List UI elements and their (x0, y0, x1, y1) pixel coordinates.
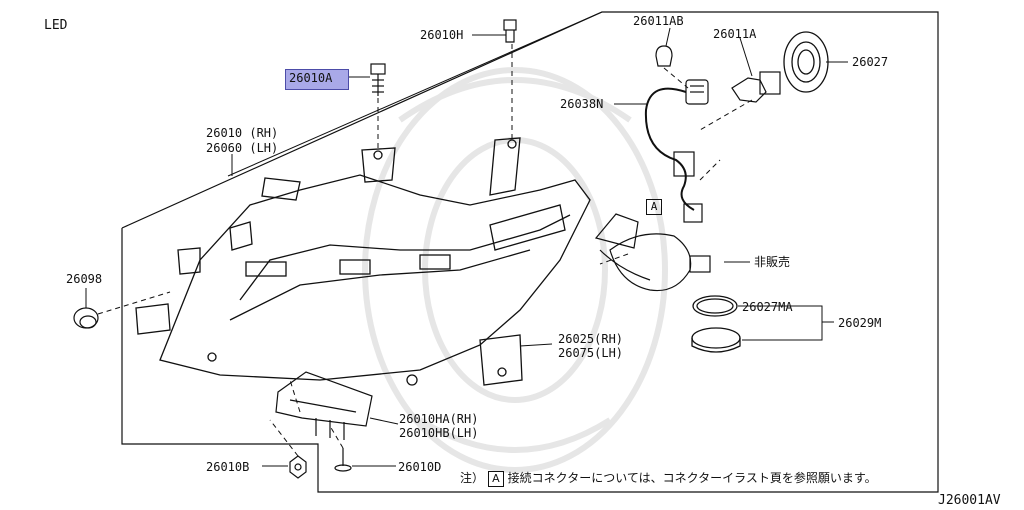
diagram-title: LED (44, 18, 68, 33)
callout-26038N[interactable]: 26038N (560, 97, 604, 111)
callout-26027[interactable]: 26027 (852, 55, 889, 69)
footnote-prefix: 注） (460, 471, 485, 485)
frame-outline (121, 11, 939, 493)
callout-26010D[interactable]: 26010D (398, 460, 442, 474)
footnote-box-letter: A (487, 471, 504, 487)
callout-26098[interactable]: 26098 (66, 272, 103, 286)
callout-26075-lh[interactable]: 26075(LH) (558, 346, 624, 360)
callout-26011A[interactable]: 26011A (713, 27, 757, 41)
bulb-26011A (731, 71, 781, 103)
led-module-not-for-sale (594, 213, 711, 292)
callout-26060-lh[interactable]: 26060 (LH) (206, 141, 279, 155)
bolt-26010A (370, 63, 386, 96)
selected-part-highlight[interactable] (285, 69, 349, 90)
screw-26010D (334, 448, 352, 472)
connector-ref-box[interactable]: A (646, 199, 662, 215)
callout-26010H[interactable]: 26010H (420, 28, 464, 42)
cap-26029M (691, 327, 741, 353)
footnote-text: 接続コネクターについては、コネクターイラスト頁を参照願います。 (507, 471, 877, 485)
diagram-code: J26001AV (938, 493, 1001, 508)
grommet-26098 (73, 307, 99, 329)
callout-26010B[interactable]: 26010B (206, 460, 250, 474)
callout-26010HB-lh[interactable]: 26010HB(LH) (399, 426, 479, 440)
connector-footnote: 注） A 接続コネクターについては、コネクターイラスト頁を参照願います。 (460, 469, 877, 487)
callout-26011AB[interactable]: 26011AB (633, 14, 684, 28)
callout-26010A[interactable]: 26010A (289, 71, 333, 85)
callout-26029M[interactable]: 26029M (838, 316, 882, 330)
bulb-26011AB (655, 45, 709, 105)
callout-26010HA-rh[interactable]: 26010HA(RH) (399, 412, 479, 426)
nut-26010B (289, 455, 307, 479)
headlamp-assembly (135, 137, 591, 386)
harness-26038N (644, 87, 703, 223)
unit-26010HA (275, 371, 373, 440)
watermark-emblem (362, 67, 668, 473)
callout-not-for-sale[interactable]: 非販売 (754, 255, 791, 269)
callout-26010-rh[interactable]: 26010 (RH) (206, 126, 279, 140)
cap-26027 (783, 31, 829, 93)
callout-26027MA[interactable]: 26027MA (742, 300, 793, 314)
seal-26027MA (692, 295, 738, 317)
callout-26025-rh[interactable]: 26025(RH) (558, 332, 624, 346)
clip-26010H (503, 19, 517, 43)
